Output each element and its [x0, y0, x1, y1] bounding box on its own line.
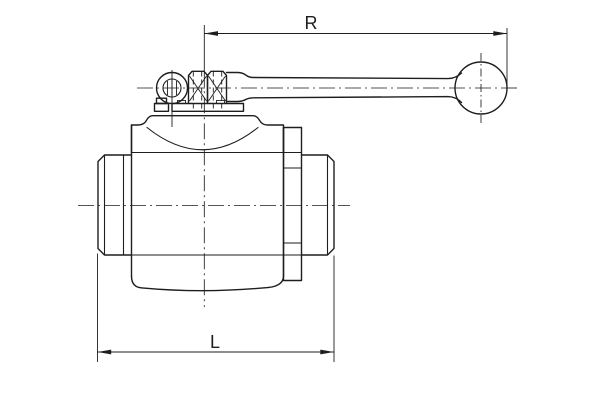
handle-lever: [155, 61, 508, 115]
handle-ball-end: [454, 61, 508, 115]
valve-body: [130, 115, 285, 292]
handle-rod-top-edge: [225, 71, 463, 80]
mounting-plate-assembly: [153, 97, 245, 113]
l-arrowhead-right: [320, 349, 334, 355]
handle-rod-bottom-edge: [225, 95, 463, 104]
plate-tab-left: [177, 100, 186, 104]
right-flange-band: [282, 126, 303, 282]
r-arrowhead-right: [493, 31, 507, 36]
l-dimension-label: L: [210, 332, 220, 352]
bonnet-outline: [130, 115, 285, 154]
stop-bolt-body: [153, 102, 170, 113]
dimension-l: L: [97, 253, 335, 362]
plate-tab-right: [216, 100, 225, 104]
body-sphere-arc: [146, 126, 259, 151]
stop-bolt-head: [155, 97, 168, 105]
r-dimension-label: R: [305, 13, 318, 33]
right-port-gland: [300, 154, 335, 256]
dimension-r: R: [203, 13, 508, 91]
left-gland-outline: [97, 154, 133, 256]
right-gland-outline: [300, 154, 335, 256]
left-port-gland: [97, 154, 133, 256]
mounting-plate: [171, 102, 245, 113]
l-arrowhead-left: [97, 349, 112, 355]
flange-band-outline: [282, 126, 303, 282]
stem-nut-cross-hatch: [189, 75, 226, 102]
r-arrowhead-left: [204, 31, 218, 36]
body-bottom-outline: [130, 275, 285, 292]
stem-nut-section-right: [206, 70, 228, 104]
